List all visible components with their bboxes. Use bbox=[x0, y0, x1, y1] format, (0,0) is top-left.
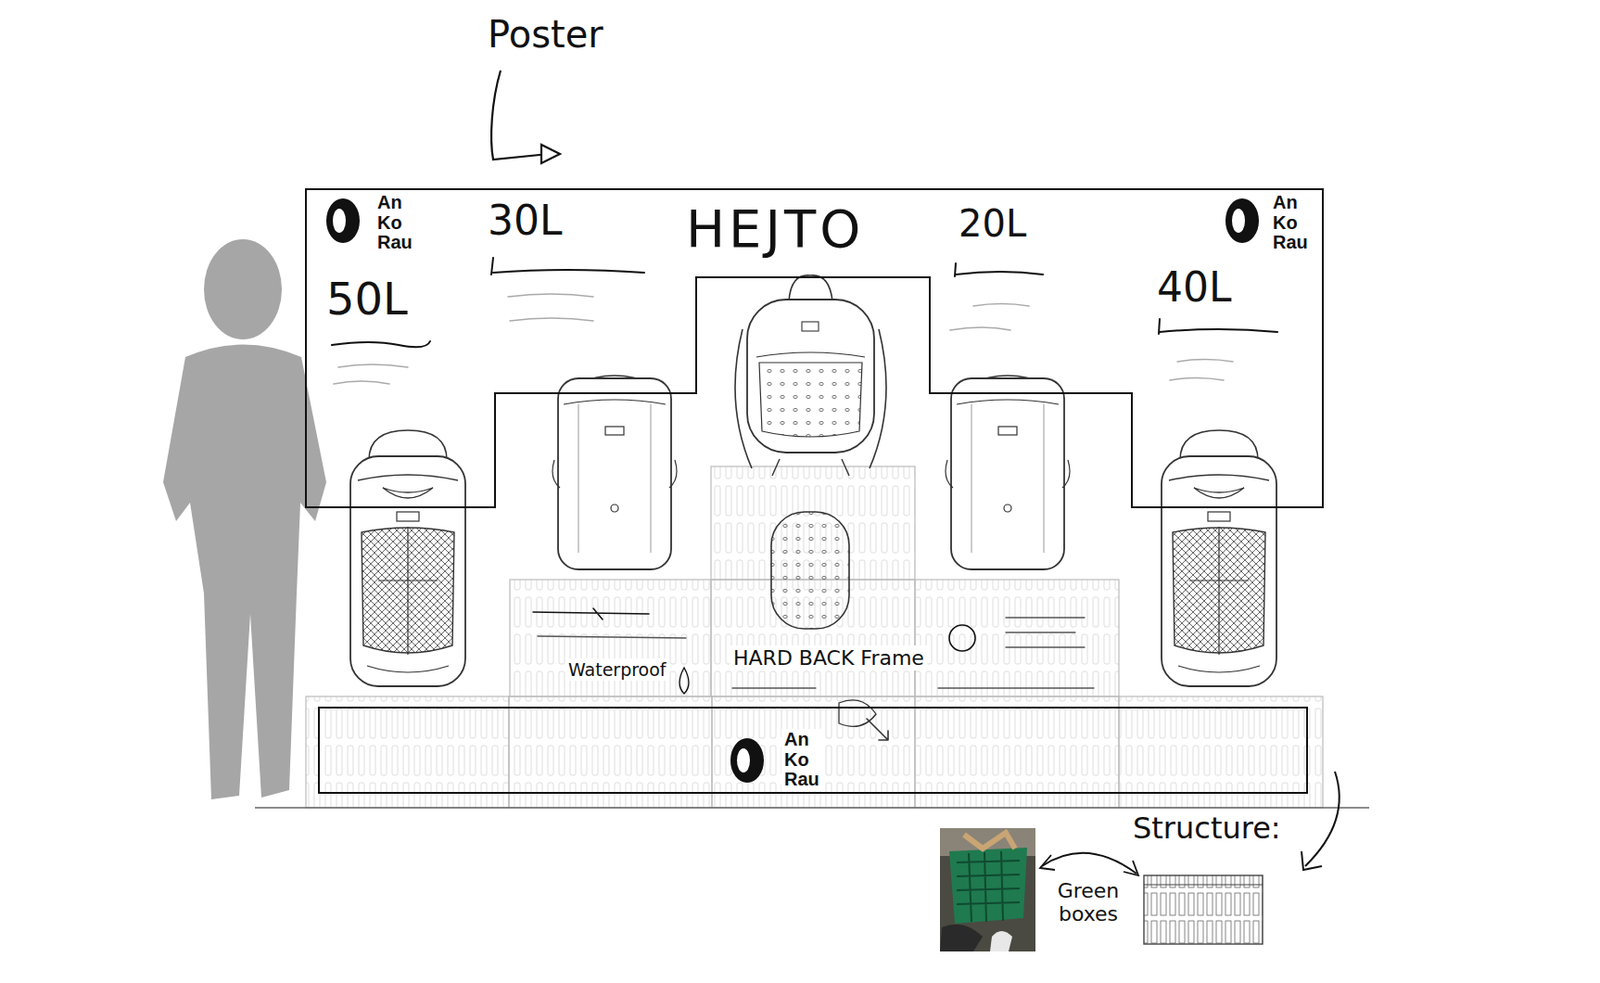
poster-outline-shape bbox=[305, 189, 1323, 508]
crate-icon-part bbox=[1143, 883, 1263, 885]
green-crate-photo-part bbox=[949, 847, 1028, 924]
scribble-lines-part bbox=[537, 635, 686, 638]
poster-arrow-part bbox=[541, 144, 560, 164]
crate-icon bbox=[1143, 875, 1263, 944]
text-holder: Waterproof bbox=[565, 658, 670, 681]
poster-arrow-part bbox=[491, 70, 549, 160]
scribble-lines bbox=[331, 257, 1278, 740]
scribble-lines-part bbox=[533, 608, 649, 620]
scribble-lines-part bbox=[973, 304, 1029, 307]
crate-stack-part bbox=[914, 579, 1119, 697]
volume-label: 50L bbox=[326, 272, 408, 325]
green-crate-photo-part bbox=[939, 827, 1036, 952]
text-holder: HEJTO bbox=[685, 198, 864, 259]
poster-arrow bbox=[491, 70, 560, 164]
text-holder: 50L bbox=[326, 272, 408, 325]
backpacks-part bbox=[1161, 430, 1277, 686]
crate-icon-part bbox=[1143, 875, 1263, 944]
scribble-lines-part bbox=[507, 293, 594, 297]
logo-icons bbox=[326, 198, 1259, 783]
scribble-lines-part bbox=[950, 327, 1011, 331]
text-holder: 40L bbox=[1156, 263, 1232, 311]
crate-stack-part bbox=[508, 696, 712, 808]
text-holder: Poster bbox=[487, 12, 604, 56]
person-silhouette-part bbox=[163, 344, 327, 800]
green-boxes-arrow-part bbox=[1123, 860, 1139, 876]
backpacks-part bbox=[552, 375, 677, 570]
green-crate-photo-part bbox=[990, 930, 1013, 952]
logo-icons-part bbox=[332, 208, 346, 233]
volume-label: 40L bbox=[1156, 263, 1232, 311]
text-holder: 20L bbox=[958, 202, 1027, 245]
backpacks-part bbox=[735, 275, 887, 476]
scribble-lines-part bbox=[732, 686, 816, 688]
person-silhouette bbox=[163, 239, 327, 800]
feature-label: Waterproof bbox=[565, 658, 670, 681]
green-crate-photo-part bbox=[956, 850, 1020, 922]
scribble-lines-part bbox=[1169, 378, 1224, 381]
scribble-lines-part bbox=[938, 686, 1094, 688]
crate-stack-part bbox=[509, 579, 712, 697]
text-holder: An Ko Rau bbox=[377, 192, 413, 254]
brand-logo-text: An Ko Rau bbox=[1272, 192, 1308, 254]
headline-text: HEJTO bbox=[685, 198, 864, 259]
scribble-lines-part bbox=[949, 624, 976, 651]
text-holder: HARD BACK Frame bbox=[730, 645, 927, 671]
feature-label: HARD BACK Frame bbox=[730, 645, 927, 671]
backpacks bbox=[350, 275, 1277, 686]
note-label: Poster bbox=[487, 12, 604, 56]
backpacks-part bbox=[945, 375, 1070, 570]
green-crate-photo-part bbox=[939, 924, 983, 952]
volume-label: 20L bbox=[958, 202, 1027, 245]
crate-stack-part bbox=[711, 696, 915, 808]
crate-stack-part bbox=[1118, 696, 1323, 808]
backpacks-part bbox=[350, 430, 466, 686]
poster-panel: An Ko Rau 50L 30L HEJTO 20L An Ko Rau 40L bbox=[305, 189, 1323, 508]
logo-icons-part bbox=[1231, 208, 1245, 233]
green-boxes-arrow bbox=[1040, 852, 1139, 876]
logo-icons-part bbox=[730, 737, 764, 783]
scribble-lines-part bbox=[954, 263, 1043, 277]
brand-logo-text: An Ko Rau bbox=[377, 192, 413, 254]
scribble-lines-part bbox=[331, 341, 431, 347]
scribble-lines-part bbox=[1158, 318, 1278, 334]
text-holder: Green boxes bbox=[1043, 878, 1133, 927]
crate-stack-part bbox=[305, 696, 509, 808]
text-holder: Structure: bbox=[1132, 810, 1282, 846]
logo-icons-part bbox=[1225, 198, 1259, 243]
logo-icons-part bbox=[736, 748, 750, 773]
note-label: Structure: bbox=[1132, 810, 1282, 846]
scribble-lines-part bbox=[333, 380, 390, 384]
structure-arrow-part bbox=[1301, 850, 1322, 870]
scribble-lines-part bbox=[491, 257, 645, 275]
logo-icons-part bbox=[326, 198, 360, 243]
person-silhouette-part bbox=[203, 239, 282, 340]
text-holder: An Ko Rau bbox=[1272, 192, 1308, 254]
green-boxes-arrow-part bbox=[1041, 852, 1137, 874]
scribble-lines-part bbox=[1005, 617, 1085, 648]
scribble-lines-part bbox=[679, 667, 689, 694]
ground-line bbox=[254, 806, 1370, 809]
scribble-lines-part bbox=[338, 364, 408, 368]
crate-stack-part bbox=[914, 696, 1119, 808]
green-crate-photo-part bbox=[964, 832, 1016, 849]
text-holder: 30L bbox=[487, 196, 563, 244]
structure-arrow-part bbox=[1305, 771, 1340, 866]
note-label: Green boxes bbox=[1043, 878, 1133, 927]
scribble-lines-part bbox=[1177, 359, 1233, 363]
volume-label: 30L bbox=[487, 196, 563, 244]
green-crate-photo bbox=[939, 827, 1036, 952]
back-frame-pad bbox=[771, 511, 850, 629]
brand-logo-text: An Ko Rau bbox=[781, 728, 823, 791]
green-boxes-arrow-part bbox=[1040, 854, 1055, 870]
scribble-lines-part bbox=[866, 718, 889, 740]
base-banner: An Ko Rau bbox=[317, 706, 1308, 794]
scribble-lines-part bbox=[509, 317, 594, 321]
text-holder: An Ko Rau bbox=[781, 728, 823, 791]
